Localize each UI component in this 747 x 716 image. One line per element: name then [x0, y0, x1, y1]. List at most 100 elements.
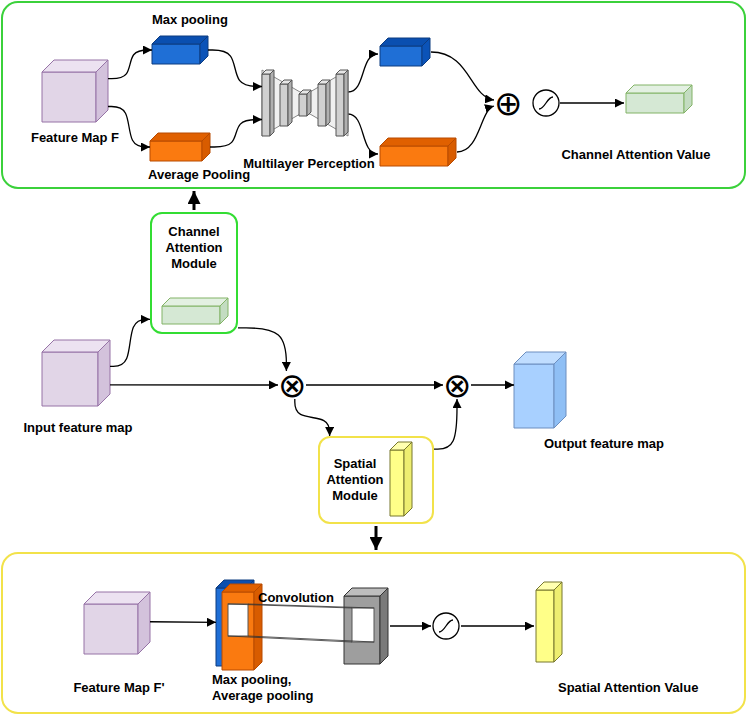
mlp-layer-side	[344, 70, 348, 136]
pool-layer-front	[222, 592, 254, 670]
output-box-front	[380, 46, 422, 66]
channel-detail-panel	[2, 2, 745, 188]
sigmoid-curve	[539, 97, 553, 109]
cube-side	[98, 340, 110, 406]
attention-slab	[162, 298, 232, 328]
cube-front	[42, 352, 98, 406]
slab-front	[162, 306, 220, 324]
node-label: Output feature map	[544, 436, 694, 452]
sigmoid-symbol	[533, 90, 559, 116]
feature-map-cube-shape	[84, 592, 150, 654]
node-label: Feature Map F'	[64, 680, 174, 696]
mlp-block: Multilayer Perception	[262, 70, 348, 136]
flow-connector	[471, 384, 514, 385]
mlp-layer-front	[318, 84, 326, 126]
pooling-box-shape	[150, 133, 210, 161]
flow-connector	[110, 384, 278, 385]
feature-map-cube-shape	[42, 340, 110, 406]
cube-side	[554, 352, 566, 428]
sigmoid-curve	[439, 620, 453, 632]
flow-connector	[434, 399, 457, 449]
conv-layer-front	[344, 596, 380, 664]
pooling-box: Max pooling	[152, 36, 208, 64]
cube-front	[514, 364, 554, 428]
box-side	[202, 133, 210, 161]
output-box-front	[380, 146, 448, 166]
slab-front	[390, 450, 404, 516]
operator-symbol: ⊕	[494, 89, 522, 117]
convolution-block: Convolution	[344, 588, 388, 664]
box-top	[150, 133, 210, 141]
node-label: Max pooling	[152, 12, 242, 28]
flow-connector	[150, 621, 216, 623]
mlp-layer-front	[262, 74, 270, 136]
flow-arrow	[457, 106, 494, 152]
pooling-box: Average Pooling	[150, 133, 210, 161]
flow-connector	[208, 50, 262, 87]
flow-connector	[108, 107, 150, 148]
box-front	[536, 590, 554, 662]
attention-module-box: Spatial Attention Module	[318, 436, 434, 524]
flow-arrow	[560, 102, 624, 103]
flow-connector	[210, 120, 262, 148]
cube-front	[42, 72, 96, 122]
operator-symbol: ⊗	[443, 371, 471, 399]
detail-arrow	[375, 526, 378, 550]
node-label: Spatial Attention Value	[558, 680, 738, 696]
attention-value-slab-shape	[536, 582, 562, 662]
feature-map-cube: Output feature map	[514, 352, 566, 428]
flow-arrow	[431, 52, 494, 100]
feature-map-cube: Input feature map	[42, 340, 110, 406]
operator-symbol: ⊗	[278, 371, 306, 399]
flow-connector	[306, 384, 443, 385]
output-box-side	[448, 138, 456, 166]
mlp-block-shape	[262, 70, 348, 136]
output-box-side	[422, 38, 430, 66]
attention-module-box: Channel Attention Module	[150, 212, 238, 334]
box-front	[626, 93, 684, 113]
sigmoid-symbol	[433, 613, 459, 639]
attention-value-slab-shape	[626, 85, 692, 113]
mlp-layer-front	[280, 84, 288, 126]
node-label: Convolution	[258, 590, 348, 606]
box-top	[626, 85, 692, 93]
flow-arrow	[348, 54, 378, 92]
feature-map-cube-shape	[514, 352, 566, 428]
cube-front	[84, 604, 138, 654]
node-label: Max pooling, Average pooling	[212, 672, 324, 704]
feature-map-cube: Feature Map F	[42, 60, 108, 122]
mlp-layer-side	[307, 90, 311, 116]
attention-value-slab: Spatial Attention Value	[536, 582, 562, 662]
mlp-body	[262, 70, 348, 136]
module-title: Channel Attention Module	[152, 224, 236, 272]
box-side	[200, 36, 208, 64]
mlp-layer-front	[299, 94, 307, 116]
flow-connector	[108, 50, 152, 79]
node-label: Channel Attention Value	[551, 147, 721, 163]
slab-top	[162, 298, 228, 306]
box-front	[150, 141, 202, 161]
slab-side	[220, 298, 228, 324]
attention-slab	[390, 442, 416, 520]
box-side	[554, 582, 562, 662]
mlp-layer-side	[288, 80, 292, 126]
spatial-detail-panel	[2, 553, 745, 713]
attention-value-slab: Channel Attention Value	[626, 85, 692, 113]
flow-arrow	[348, 114, 378, 154]
multiply-operator: ⊗	[278, 371, 306, 399]
module-title: Spatial Attention Module	[322, 456, 388, 504]
multiply-operator: ⊗	[443, 371, 471, 399]
kernel-window	[228, 604, 248, 636]
pooling-stack: Max pooling, Average pooling	[216, 580, 264, 670]
pooling-stack-shape	[216, 580, 264, 670]
flow-connector	[110, 319, 150, 366]
box-side	[684, 85, 692, 113]
box-front	[152, 44, 200, 64]
node-label: Multilayer Perception	[234, 156, 384, 172]
mlp-layer-front	[336, 74, 344, 136]
flow-connector	[238, 328, 286, 371]
cube-side	[138, 592, 150, 654]
flow-arrow	[390, 625, 431, 626]
feature-map-cube-shape	[42, 60, 108, 122]
